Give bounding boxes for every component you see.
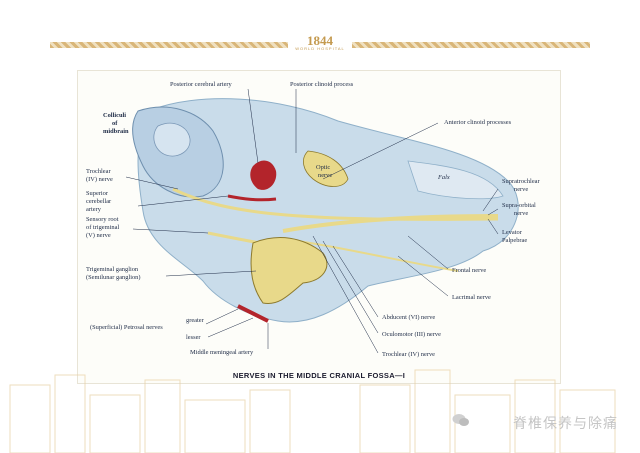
label-levator-2: Palpebrae xyxy=(502,237,527,244)
label-superior-cerebellar-1: Superior xyxy=(86,190,109,197)
label-greater: greater xyxy=(186,317,205,324)
label-supratrochlear-1: Supratrochlear xyxy=(502,178,540,185)
watermark-text: 脊椎保养与除痛 xyxy=(513,416,618,432)
top-border-left xyxy=(50,42,288,48)
label-trochlear-left-1: Trochlear xyxy=(86,168,111,175)
label-superior-cerebellar-3: artery xyxy=(86,206,102,213)
artery-posterior-cerebral xyxy=(250,160,277,190)
label-abducent: Abducent (VI) nerve xyxy=(382,314,435,321)
label-trigeminal-ganglion-1: Trigeminal ganglion xyxy=(86,266,139,273)
label-superior-cerebellar-2: cerebellar xyxy=(86,198,112,205)
label-trochlear-left-2: (IV) nerve xyxy=(86,176,113,183)
label-petrosal-nerves: (Superficial) Petrosal nerves xyxy=(90,324,163,331)
nerve-frontal xyxy=(282,214,499,233)
label-supratrochlear-2: nerve xyxy=(514,186,528,193)
dura-region xyxy=(137,98,519,323)
label-lacrimal-nerve: Lacrimal nerve xyxy=(452,294,491,301)
label-optic-1: Optic xyxy=(316,164,330,171)
label-colliculi-2: of xyxy=(112,120,118,127)
figure-caption: NERVES IN THE MIDDLE CRANIAL FOSSA—I xyxy=(232,371,406,380)
label-colliculi-1: Colliculi xyxy=(103,112,126,119)
brand-year: 1844 xyxy=(307,33,333,48)
label-supraorbital-2: nerve xyxy=(514,210,528,217)
label-frontal-nerve: Frontal nerve xyxy=(452,267,486,274)
optic-nerve-shape xyxy=(303,150,349,187)
artery-superior-cerebellar xyxy=(227,194,277,202)
label-anterior-clinoid-processes: Anterior clinoid processes xyxy=(444,119,512,126)
top-border-right xyxy=(352,42,590,48)
label-posterior-cerebral-artery: Posterior cerebral artery xyxy=(170,81,233,88)
label-oculomotor: Oculomotor (III) nerve xyxy=(382,331,441,338)
label-levator-1: Levator xyxy=(502,229,523,236)
brand-subtitle: WORLD HOSPITAL xyxy=(295,46,345,51)
label-middle-meningeal: Middle meningeal artery xyxy=(190,349,254,356)
label-optic-2: nerve xyxy=(318,172,332,179)
label-lesser: lesser xyxy=(186,334,201,341)
colliculus-shape xyxy=(153,122,191,157)
anatomy-plate: Posterior cerebral artery Posterior clin… xyxy=(77,70,561,384)
label-supraorbital-1: Supra-orbital xyxy=(502,202,536,209)
anatomy-figure: Posterior cerebral artery Posterior clin… xyxy=(86,81,540,358)
nerve-trochlear xyxy=(172,187,499,221)
skyline-decoration xyxy=(9,369,616,453)
label-sensory-root-1: Sensory root xyxy=(86,216,119,223)
pointer-lines xyxy=(125,88,499,354)
label-colliculi-3: midbrain xyxy=(103,128,129,135)
label-trigeminal-ganglion-2: (Semilunar ganglion) xyxy=(86,274,141,281)
falx-region xyxy=(407,160,504,200)
label-trochlear-right: Trochlear (IV) nerve xyxy=(382,351,435,358)
trigeminal-ganglion xyxy=(250,237,328,305)
label-posterior-clinoid-process: Posterior clinoid process xyxy=(290,81,354,88)
label-sensory-root-2: of trigeminal xyxy=(86,224,119,231)
label-falx: Falx xyxy=(437,174,450,181)
artery-middle-meningeal xyxy=(237,304,269,323)
wechat-icon xyxy=(452,414,469,426)
label-sensory-root-3: (V) nerve xyxy=(86,232,111,239)
